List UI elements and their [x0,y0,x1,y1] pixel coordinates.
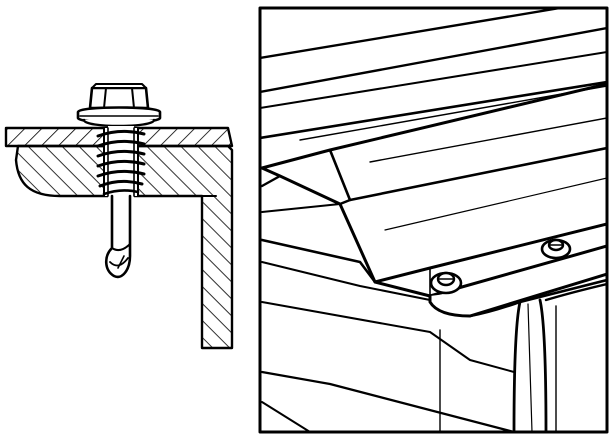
profiled-sheet-rib [260,82,607,301]
fastener-cross-section [4,83,234,350]
upper-roof-sheet [260,8,607,141]
panel-frame [258,6,609,434]
fastener-2 [540,238,572,260]
sealing-washer [76,106,162,128]
drill-point [104,194,132,279]
steel-i-beam [468,278,607,432]
background-structure [260,301,516,432]
threaded-shank [96,126,146,198]
roof-assembly-illustration [258,6,609,434]
hex-head [88,83,150,110]
fastener-1 [429,271,463,295]
